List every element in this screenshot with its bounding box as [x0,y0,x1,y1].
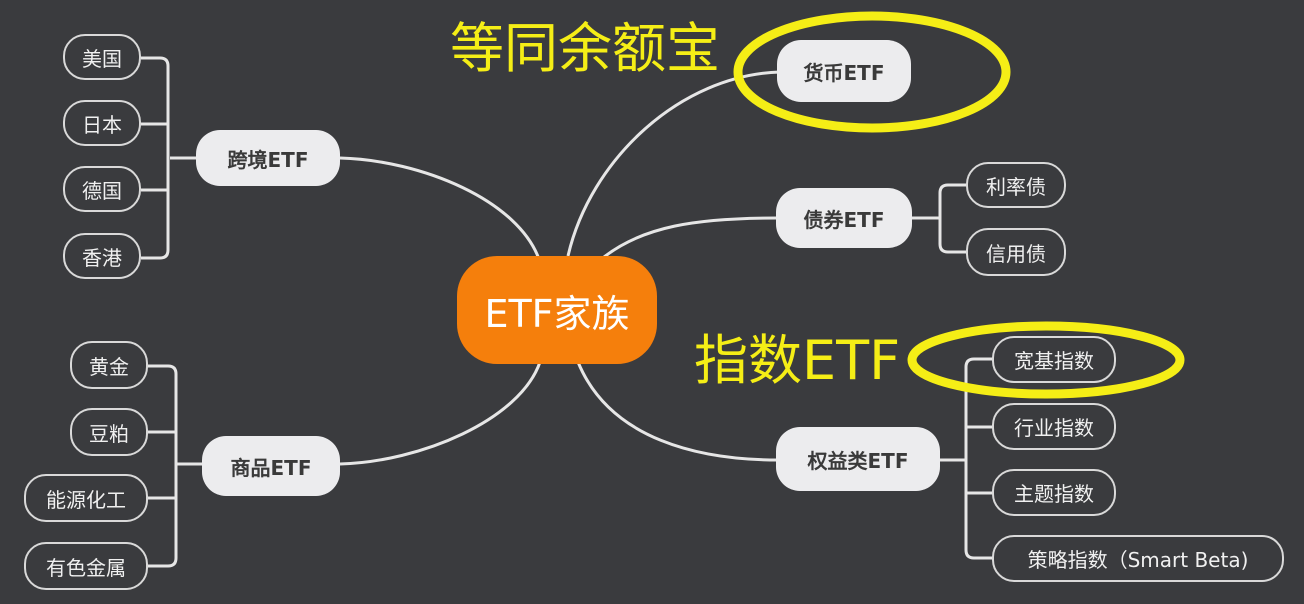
leaf-label: 能源化工 [46,487,126,512]
leaf-credit-bond[interactable]: 信用债 [966,228,1066,276]
leaf-label: 黄金 [89,354,129,379]
leaf-broad-index[interactable]: 宽基指数 [992,336,1116,383]
root-label: ETF家族 [484,291,630,336]
node-equity-etf[interactable]: 权益类ETF [776,427,940,491]
leaf-label: 利率债 [986,174,1046,199]
node-label: 债券ETF [803,207,885,232]
leaf-industry-index[interactable]: 行业指数 [992,403,1116,450]
leaf-germany[interactable]: 德国 [63,166,141,212]
annotation-money-note: 等同余额宝 [450,17,720,80]
root-node[interactable]: ETF家族 [457,256,657,364]
leaf-nonferrous-metals[interactable]: 有色金属 [24,542,148,590]
leaf-theme-index[interactable]: 主题指数 [992,469,1116,516]
node-label: 商品ETF [230,455,312,480]
leaf-japan[interactable]: 日本 [63,100,141,146]
leaf-soymeal[interactable]: 豆粕 [70,408,148,456]
leaf-label: 德国 [82,178,122,203]
highlight-ellipse-broad-index [907,321,1185,399]
leaf-smart-beta-index[interactable]: 策略指数（Smart Beta) [992,535,1284,582]
leaf-us[interactable]: 美国 [63,34,141,80]
leaf-label: 行业指数 [1014,416,1094,440]
node-money-etf[interactable]: 货币ETF [777,40,911,102]
leaf-rate-bond[interactable]: 利率债 [966,162,1066,208]
leaf-label: 香港 [82,245,122,270]
leaf-label: 策略指数（Smart Beta) [1027,548,1249,572]
leaf-gold[interactable]: 黄金 [70,341,148,389]
node-cross-border-etf[interactable]: 跨境ETF [196,130,340,186]
leaf-label: 日本 [82,112,122,137]
node-commodity-etf[interactable]: 商品ETF [202,436,340,496]
leaf-label: 信用债 [986,241,1046,266]
leaf-energy-chemical[interactable]: 能源化工 [24,474,148,522]
leaf-label: 主题指数 [1014,482,1094,506]
node-label: 权益类ETF [807,448,909,473]
leaf-label: 美国 [82,46,122,71]
leaf-label: 有色金属 [46,555,126,580]
leaf-label: 宽基指数 [1014,349,1094,373]
node-bond-etf[interactable]: 债券ETF [776,188,912,248]
annotation-index-note: 指数ETF [694,329,901,392]
leaf-hongkong[interactable]: 香港 [63,233,141,279]
highlight-ellipse-money [733,11,1011,133]
leaf-label: 豆粕 [89,421,129,446]
node-label: 货币ETF [803,60,885,85]
node-label: 跨境ETF [227,147,309,172]
